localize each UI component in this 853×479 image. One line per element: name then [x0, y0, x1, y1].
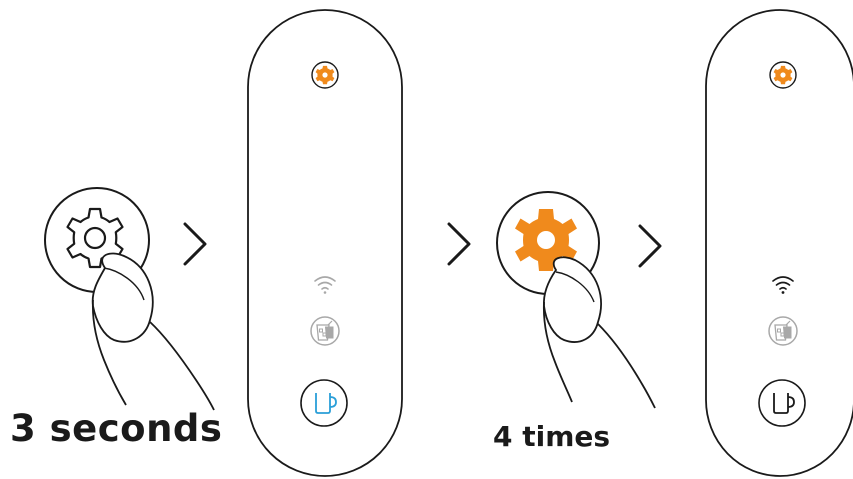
finger-icon — [93, 253, 214, 410]
step-1-caption: 3 seconds — [10, 407, 222, 450]
iced-drink-icon — [311, 317, 339, 345]
chevron-right-icon — [185, 224, 205, 264]
settings-indicator-icon — [770, 62, 796, 88]
step-2-press-button — [497, 192, 655, 408]
step-2-caption: 4 times — [493, 420, 610, 453]
cup-icon — [301, 380, 347, 426]
chevron-right-icon — [640, 226, 660, 266]
step-1-press-button — [45, 188, 214, 410]
settings-indicator-icon — [312, 62, 338, 88]
cup-icon — [759, 380, 805, 426]
control-panel-2 — [706, 10, 853, 476]
control-panel-1 — [248, 10, 402, 476]
iced-drink-icon — [769, 317, 797, 345]
finger-icon — [544, 257, 655, 408]
chevron-right-icon — [449, 224, 469, 264]
